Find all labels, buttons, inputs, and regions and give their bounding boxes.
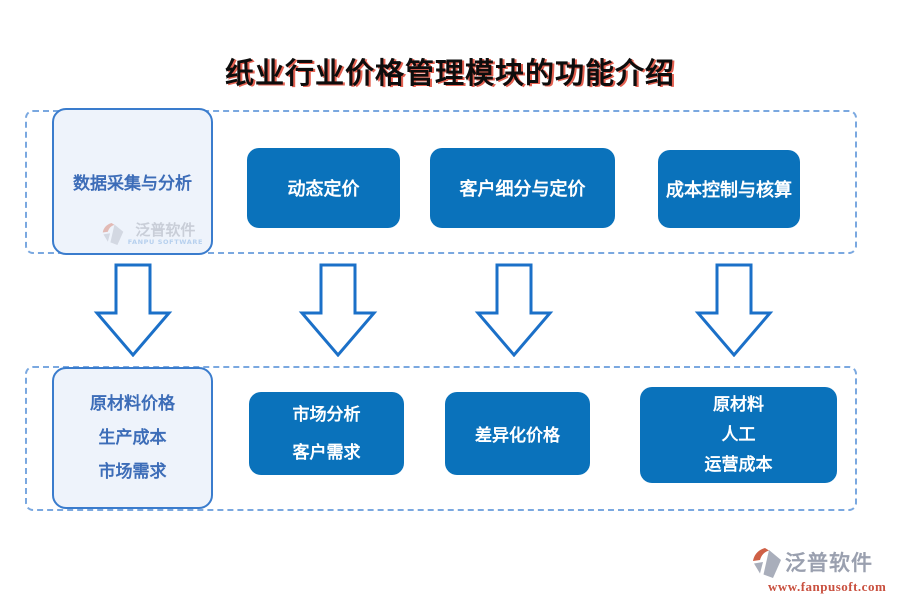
module-label: 成本控制与核算 <box>666 180 792 201</box>
detail-line: 原材料 <box>713 395 764 415</box>
module-box-dynamic-pricing: 动态定价 <box>247 148 400 228</box>
module-label: 动态定价 <box>287 179 360 200</box>
watermark: 泛普软件 FANPU SOFTWARE <box>102 222 203 246</box>
source-line: 生产成本 <box>98 428 167 448</box>
detail-line: 人工 <box>721 425 756 445</box>
fanpu-logo-icon <box>102 223 123 245</box>
source-line: 原材料价格 <box>90 394 175 414</box>
module-box-cost-control: 成本控制与核算 <box>658 150 800 228</box>
down-arrow-icon <box>474 263 554 357</box>
module-label: 客户细分与定价 <box>459 179 586 200</box>
watermark-brand: 泛普软件 <box>135 220 196 239</box>
top-source-box: 数据采集与分析 泛普软件 FANPU SOFTWARE <box>52 108 213 255</box>
detail-box-market-analysis: 市场分析 客户需求 <box>249 392 404 475</box>
top-source-label: 数据采集与分析 <box>73 174 192 194</box>
module-box-customer-segmentation: 客户细分与定价 <box>430 148 615 228</box>
watermark-subtitle: FANPU SOFTWARE <box>127 237 203 246</box>
detail-line: 差异化价格 <box>475 426 560 446</box>
down-arrow-icon <box>694 263 774 357</box>
page-title: 纸业行业价格管理模块的功能介绍 <box>224 56 675 90</box>
footer-brand-block: 泛普软件 www.fanpusoft.com <box>752 547 898 595</box>
bottom-source-box: 原材料价格 生产成本 市场需求 <box>52 367 213 509</box>
detail-line: 客户需求 <box>292 442 361 463</box>
detail-box-differentiated-pricing: 差异化价格 <box>445 392 590 475</box>
footer-brand-text: 泛普软件 <box>785 551 873 575</box>
bottom-detail-group <box>25 366 857 511</box>
detail-line: 市场分析 <box>292 404 361 425</box>
top-function-group <box>25 110 857 254</box>
detail-line: 运营成本 <box>704 455 773 475</box>
detail-box-cost-items: 原材料 人工 运营成本 <box>640 387 837 483</box>
source-line: 市场需求 <box>98 462 167 482</box>
down-arrow-icon <box>298 263 378 357</box>
footer-url: www.fanpusoft.com <box>768 579 887 594</box>
down-arrow-icon <box>93 263 173 357</box>
fanpu-logo-icon <box>753 548 781 578</box>
